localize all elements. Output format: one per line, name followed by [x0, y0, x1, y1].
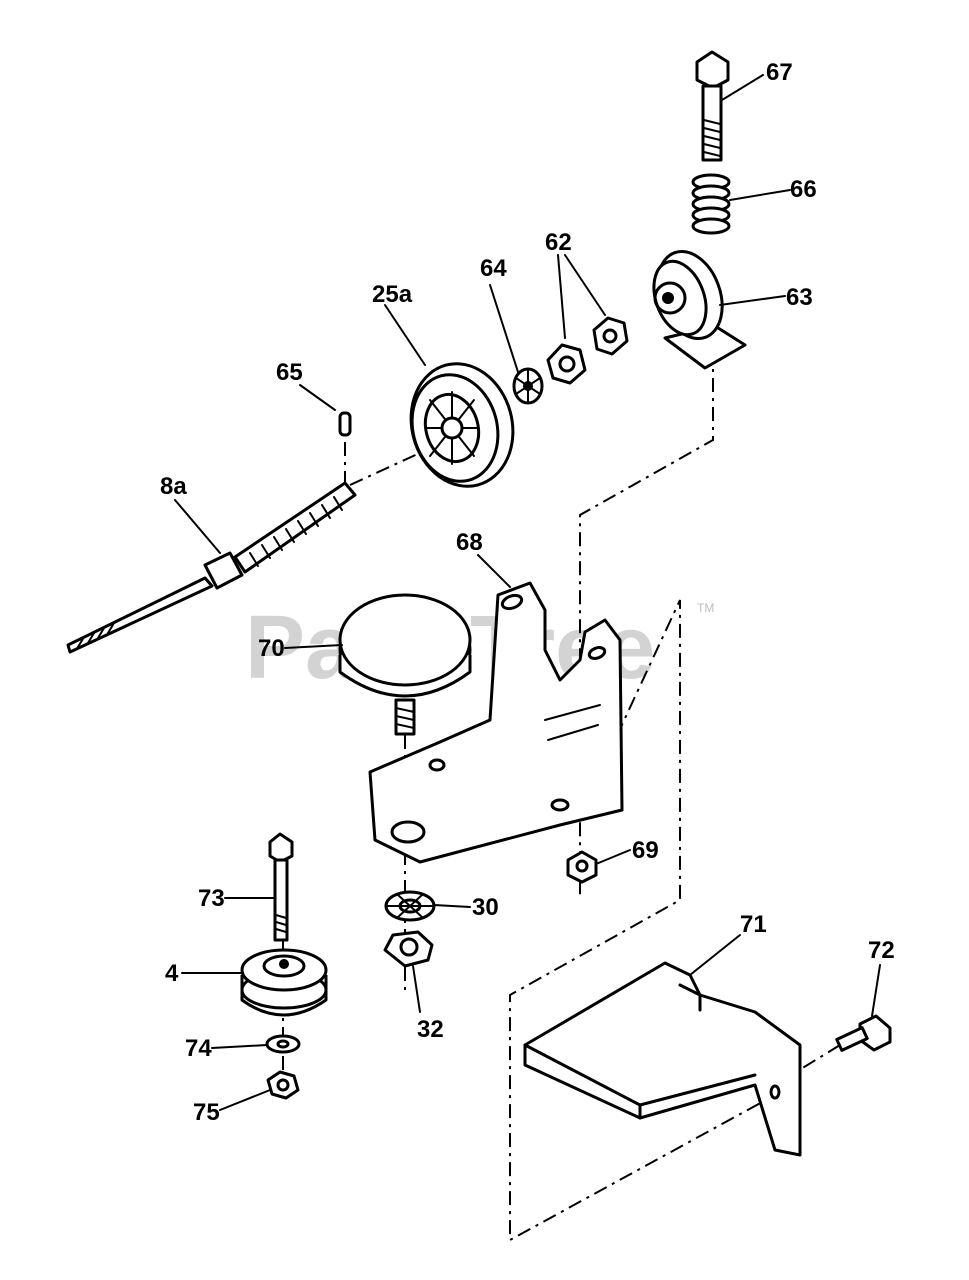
part-32-nut [383, 930, 434, 968]
callout-67: 67 [766, 59, 793, 86]
callout-8a: 8a [160, 473, 187, 500]
callout-64: 64 [480, 255, 507, 282]
part-71-plate [523, 961, 802, 1157]
part-62-nuts [546, 316, 629, 385]
callout-69: 69 [632, 837, 659, 864]
callout-leaders [174, 74, 881, 1111]
partstree-watermark: PartsTree TM [245, 598, 714, 698]
part-69-flange-nut [566, 850, 598, 884]
callout-68: 68 [456, 529, 483, 556]
callout-32: 32 [417, 1016, 444, 1043]
callout-4: 4 [165, 960, 179, 987]
part-64-lock-washer [512, 367, 544, 405]
part-75-nut [266, 1070, 300, 1100]
callout-30: 30 [472, 894, 499, 921]
svg-text:TM: TM [697, 601, 714, 615]
callout-70: 70 [258, 635, 285, 662]
callout-labels: 67 66 62 64 63 25a 65 8a 68 70 69 73 30 … [160, 59, 895, 1126]
part-8a-shaft [66, 481, 357, 654]
callout-74: 74 [185, 1035, 212, 1062]
part-25a-pulley [409, 362, 515, 488]
part-73-bolt [268, 832, 294, 942]
part-70-knob [338, 593, 472, 736]
callout-25a: 25a [372, 281, 413, 308]
part-4-pulley [240, 948, 328, 1017]
part-74-washer [265, 1034, 301, 1054]
callout-75: 75 [193, 1099, 220, 1126]
callout-65: 65 [276, 359, 303, 386]
callout-71: 71 [740, 911, 767, 938]
callout-66: 66 [790, 176, 817, 203]
callout-72: 72 [868, 937, 895, 964]
part-68-bracket [368, 581, 624, 864]
part-65-key [338, 411, 352, 437]
callout-63: 63 [786, 284, 813, 311]
part-72-screw [835, 1014, 892, 1052]
part-30-lock-washer [384, 890, 436, 922]
part-67-bolt [695, 50, 730, 162]
callout-73: 73 [198, 885, 225, 912]
part-66-spring [691, 173, 731, 235]
callout-62: 62 [545, 229, 572, 256]
part-63-idler-bracket [652, 249, 747, 370]
